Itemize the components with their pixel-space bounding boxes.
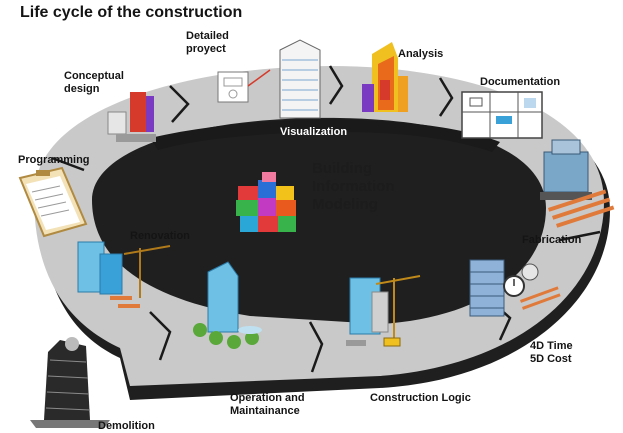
time-cost-icon	[469, 259, 561, 317]
stage-programming: Programming	[18, 154, 90, 166]
stage-operation-maintenance: Operation and Maintainance	[230, 392, 305, 417]
stage-time-cost: 4D Time 5D Cost	[530, 340, 573, 365]
stage-construction-logic: Construction Logic	[370, 392, 471, 404]
segment-dividers	[51, 65, 601, 373]
stage-analysis: Analysis	[398, 48, 444, 60]
visualization-band	[150, 119, 500, 152]
documentation-icon	[461, 91, 543, 139]
stage-documentation: Documentation	[480, 76, 561, 88]
analysis-icon	[362, 42, 408, 112]
operation-maintenance-icon	[193, 261, 262, 349]
demolition-icon	[30, 337, 110, 428]
diagram-title: Life cycle of the construction	[20, 4, 243, 21]
stage-renovation: Renovation	[130, 230, 190, 242]
fabrication-icon	[540, 139, 615, 228]
visualization-label: Visualization	[280, 126, 348, 138]
stage-detailed-project: Detailed proyect	[186, 30, 229, 55]
stage-demolition: Demolition	[98, 420, 155, 432]
stage-conceptual-design: Conceptual design	[64, 70, 124, 95]
construction-logic-icon	[346, 275, 421, 347]
stage-fabrication: Fabrication	[522, 234, 582, 246]
bim-line-2: Information	[312, 178, 395, 195]
detailed-project-icon	[217, 39, 321, 119]
conceptual-design-icon	[107, 92, 156, 142]
programming-clipboard-icon	[18, 166, 88, 238]
bim-label: Building Information Modeling	[312, 160, 395, 214]
bim-line-1: Building	[312, 160, 372, 177]
bim-cube-icon	[236, 172, 296, 232]
renovation-icon	[77, 241, 171, 308]
bim-line-3: Modeling	[312, 196, 378, 213]
ring-surface	[34, 66, 604, 386]
